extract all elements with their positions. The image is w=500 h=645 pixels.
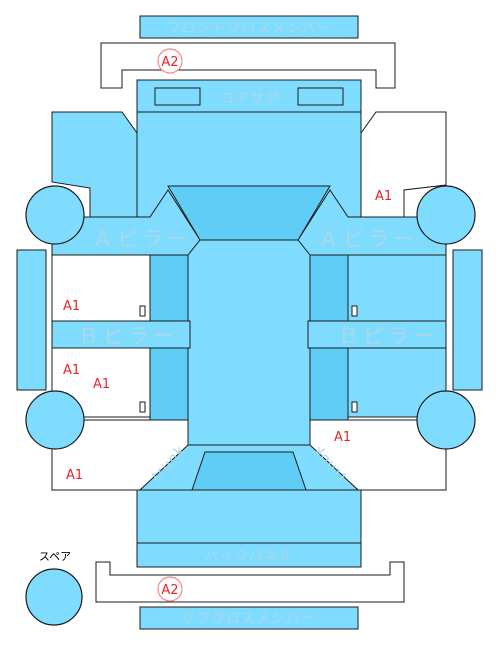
- damage-mark-left-rear-quarter: A1: [66, 468, 83, 483]
- damage-mark-left-rear-door-lower: A1: [93, 377, 110, 392]
- b-pillar-right-label: Ｂピラー: [338, 324, 438, 348]
- trunk-center-panel: [191, 451, 307, 491]
- left-front-tire[interactable]: [25, 185, 85, 245]
- damage-mark-left-front-door: A1: [63, 299, 80, 314]
- damage-mark-front-cross-member: A2: [161, 55, 178, 70]
- rear-cross-member-panel[interactable]: [139, 606, 359, 630]
- right-door-handle-front: [351, 305, 358, 317]
- back-panel[interactable]: [136, 542, 362, 568]
- rear-bumper-bracket: [95, 561, 405, 603]
- b-pillar-right-panel[interactable]: [307, 320, 447, 349]
- back-panel-label: バックパネル: [204, 549, 293, 565]
- rear-body-panel[interactable]: [136, 489, 362, 544]
- left-door-handle-front: [139, 305, 146, 317]
- right-front-tire[interactable]: [416, 185, 476, 245]
- core-support-slot-right: [297, 87, 344, 106]
- damage-mark-right-rear-quarter: A1: [334, 430, 351, 445]
- spare-tire[interactable]: [25, 568, 83, 626]
- core-support-slot-left: [154, 87, 201, 106]
- damage-mark-circle-front: [157, 48, 183, 74]
- a-pillar-right-label: Ａピラー: [318, 227, 418, 251]
- left-rear-tire[interactable]: [25, 390, 85, 450]
- front-cross-member-panel[interactable]: [139, 15, 359, 39]
- damage-mark-rear-cross-member: A2: [161, 583, 178, 598]
- right-side-sill[interactable]: [452, 249, 483, 391]
- front-cross-member-label: フロントクロスメンバー: [167, 21, 332, 37]
- left-door-handle-rear: [139, 401, 146, 413]
- b-pillar-left-panel[interactable]: [51, 320, 191, 349]
- damage-mark-right-front-fender: A1: [375, 189, 392, 204]
- right-rear-tire[interactable]: [416, 390, 476, 450]
- rear-cross-member-label: リアクロスメンバー: [182, 611, 316, 627]
- spare-label: スペア: [39, 550, 71, 563]
- left-side-sill[interactable]: [16, 249, 47, 391]
- right-front-fender[interactable]: [360, 111, 447, 218]
- b-pillar-left-label: Ｂピラー: [78, 324, 178, 348]
- roof-panel[interactable]: [187, 239, 311, 453]
- damage-mark-left-rear-door-upper: A1: [63, 363, 80, 378]
- right-front-door[interactable]: [347, 254, 447, 322]
- core-support-label: コアサポ: [220, 91, 280, 107]
- damage-mark-circle-rear: [157, 576, 183, 602]
- a-pillar-left-label: Ａピラー: [92, 227, 192, 251]
- right-door-handle-rear: [351, 401, 358, 413]
